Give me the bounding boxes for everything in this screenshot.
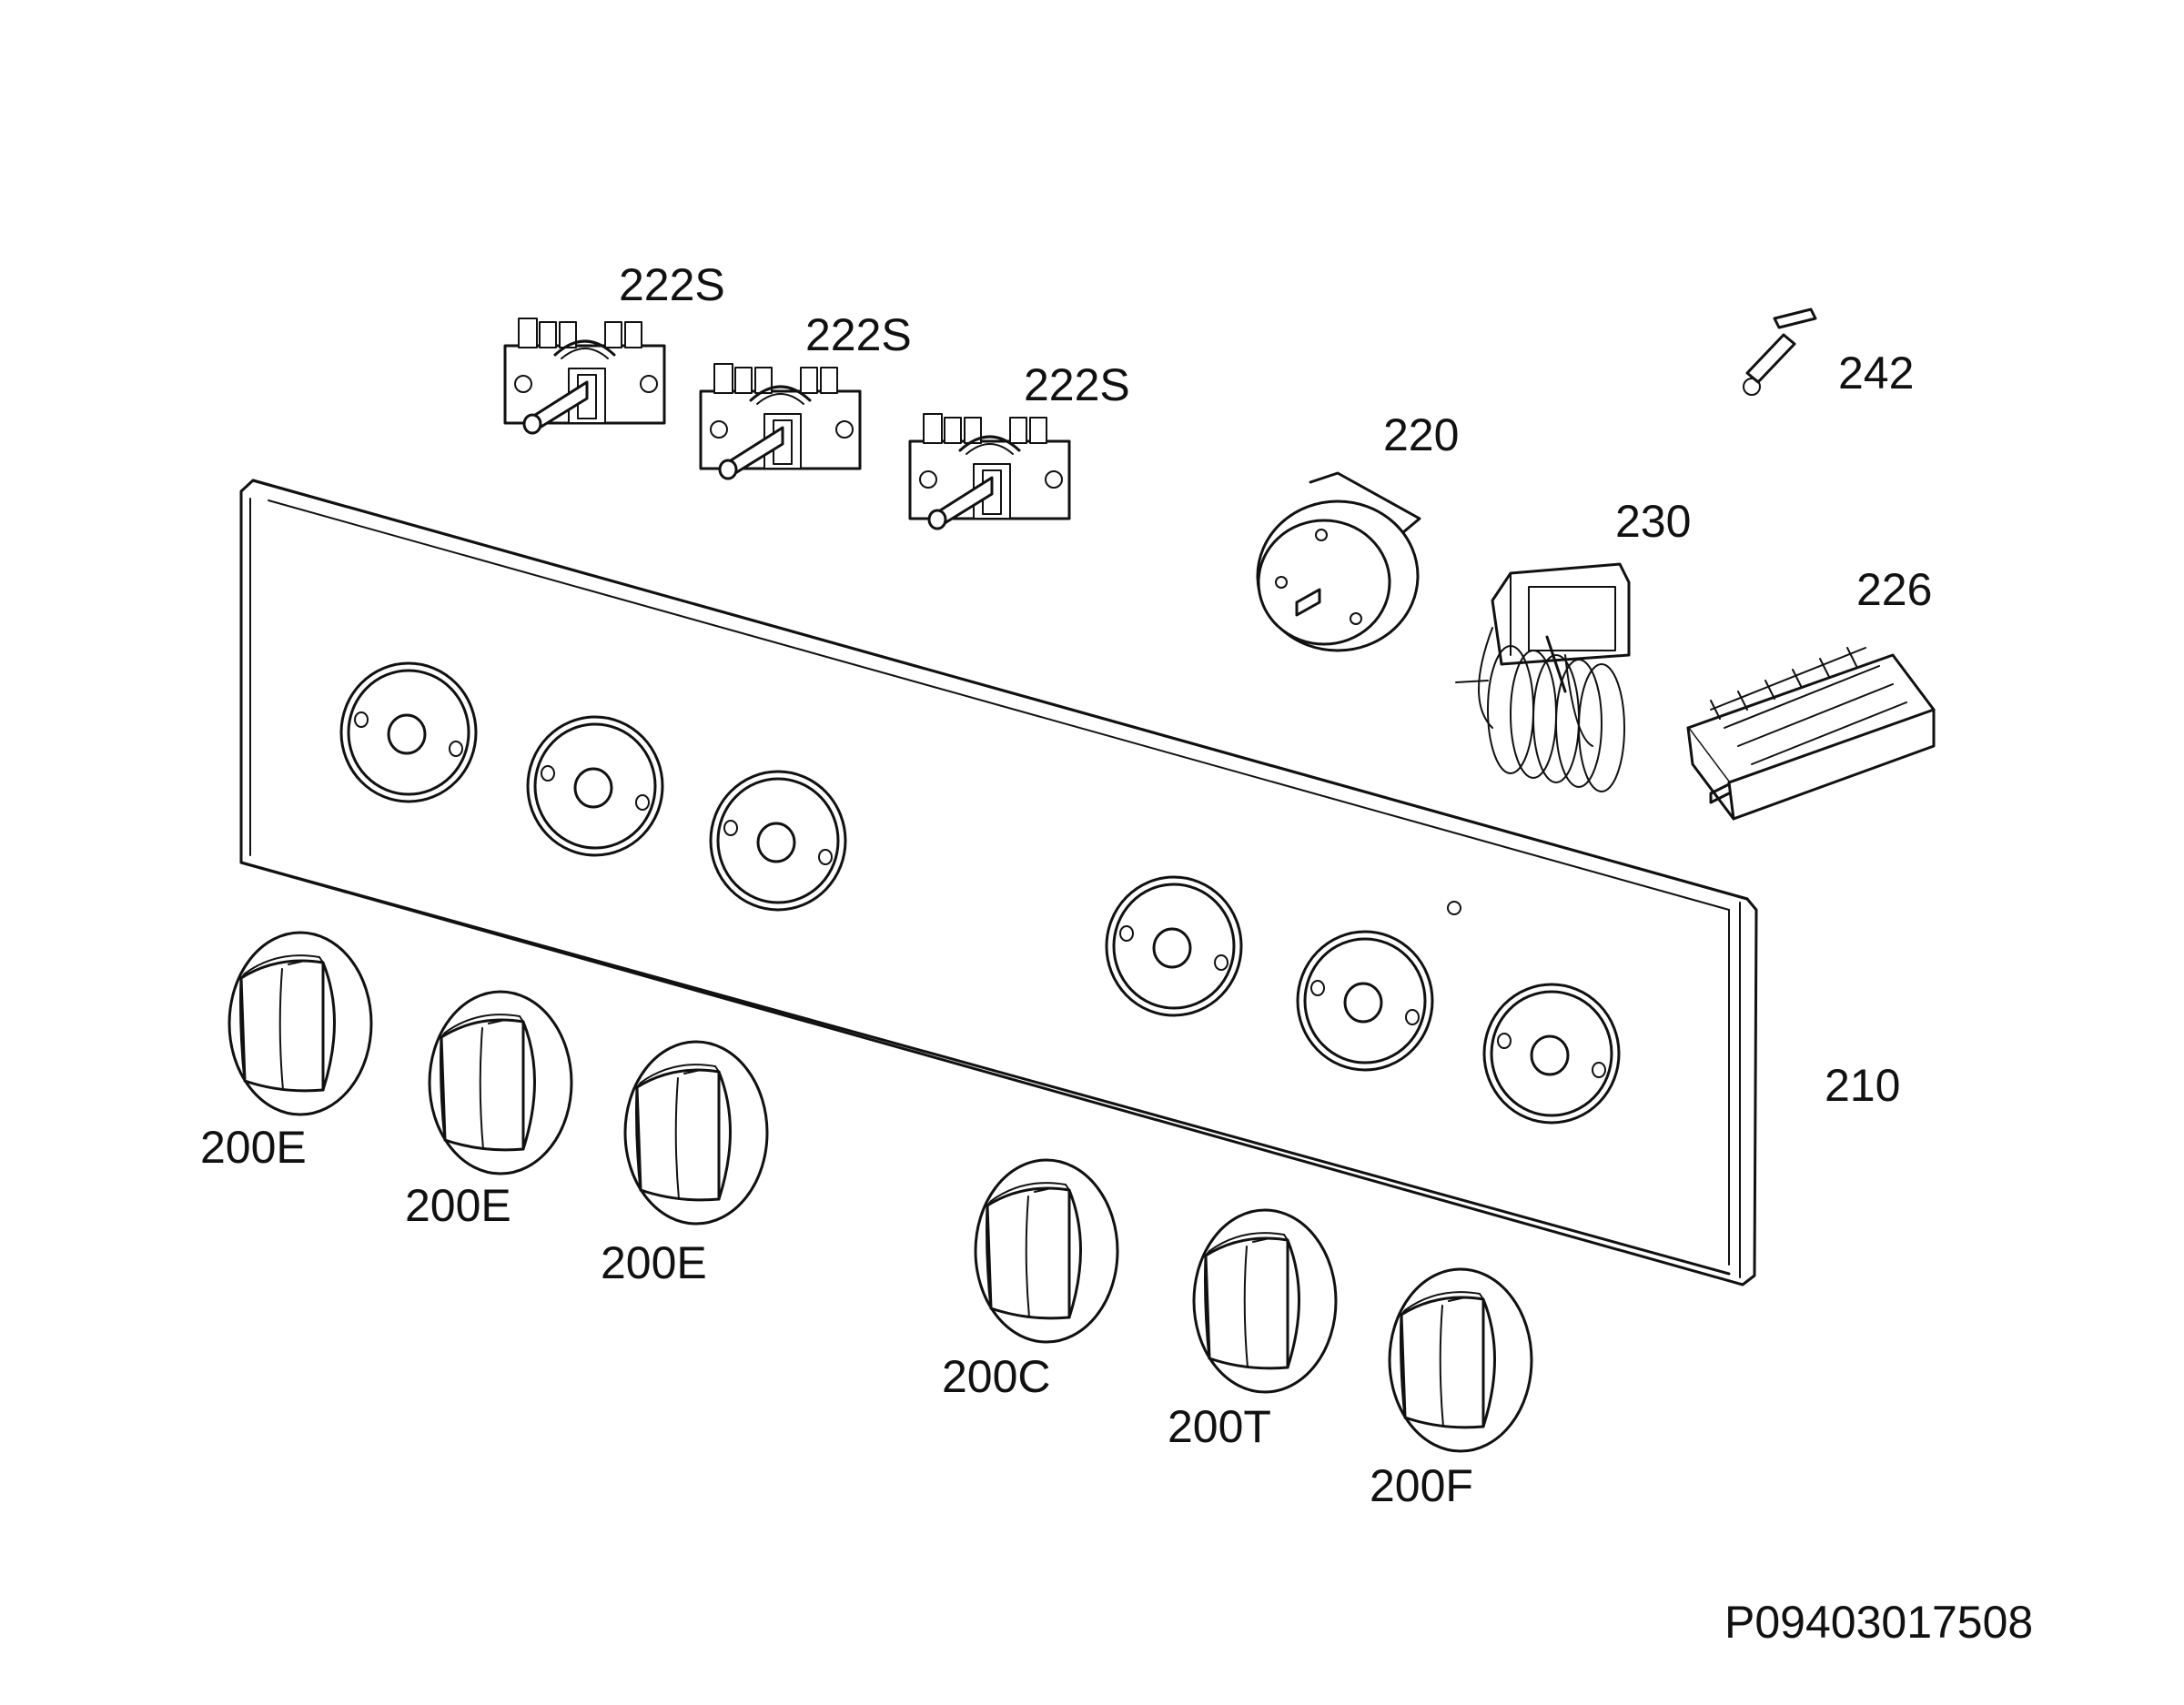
thermostat-part xyxy=(1455,562,1631,792)
knob-1 xyxy=(228,931,373,1116)
knob-6 xyxy=(1388,1267,1533,1453)
label-200f: 200F xyxy=(1370,1460,1473,1511)
timer-part xyxy=(1256,471,1421,652)
label-200e-2: 200E xyxy=(405,1180,511,1231)
label-242: 242 xyxy=(1838,348,1914,399)
control-panel xyxy=(239,479,1758,1286)
diagram-id: P09403017508 xyxy=(1724,1597,2033,1648)
knob-5 xyxy=(1192,1208,1338,1394)
selector-switch-part xyxy=(1686,647,1936,821)
label-222s-1: 222S xyxy=(619,259,725,310)
knob-4 xyxy=(974,1158,1119,1344)
label-222s-3: 222S xyxy=(1024,359,1130,410)
label-200e-3: 200E xyxy=(601,1237,707,1288)
label-222s-2: 222S xyxy=(805,309,912,360)
energy-regulator-2 xyxy=(699,362,862,480)
label-200e-1: 200E xyxy=(200,1122,307,1173)
label-210: 210 xyxy=(1825,1060,1900,1111)
label-200t: 200T xyxy=(1168,1401,1271,1452)
knob-2 xyxy=(428,990,573,1175)
lamp-part xyxy=(1743,308,1817,396)
energy-regulator-1 xyxy=(503,317,666,435)
label-200c: 200C xyxy=(942,1351,1051,1402)
knob-3 xyxy=(623,1040,769,1226)
energy-regulator-3 xyxy=(908,412,1071,530)
label-230: 230 xyxy=(1615,496,1691,547)
label-220: 220 xyxy=(1383,409,1459,460)
label-226: 226 xyxy=(1856,564,1932,615)
